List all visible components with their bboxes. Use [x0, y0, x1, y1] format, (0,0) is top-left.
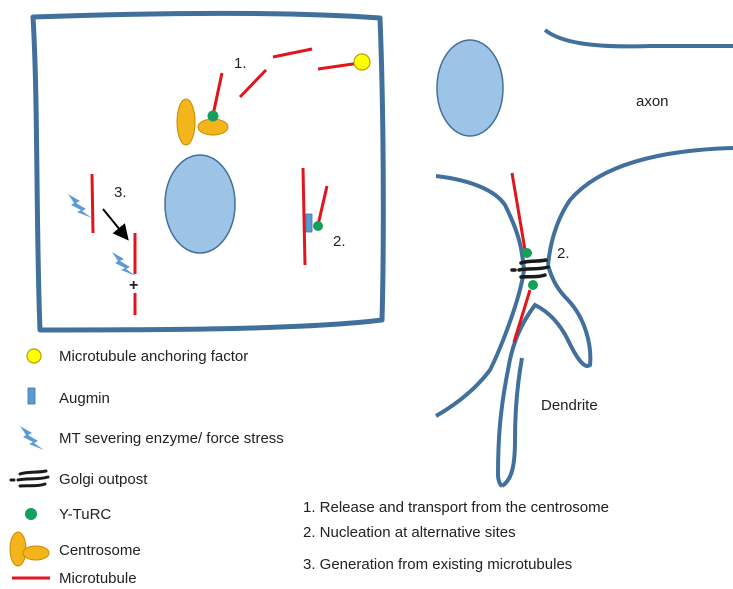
- anchoring-factor-icon: [354, 54, 370, 70]
- microtubule: [303, 168, 305, 265]
- plus-end-label: +: [129, 277, 138, 294]
- golgi-outpost-icon: [512, 260, 548, 277]
- mechanisms-list: 1. Release and transport from the centro…: [303, 499, 609, 573]
- golgi-outpost-icon: [11, 471, 48, 486]
- severing-icon: [68, 194, 92, 218]
- neuron-nucleus: [437, 40, 503, 136]
- neuron-membrane: [545, 30, 733, 46]
- cell-nucleus: [165, 155, 235, 253]
- centrosome-icon: [10, 532, 49, 566]
- legend: Microtubule anchoring factor Augmin MT s…: [10, 348, 284, 587]
- neuron: axon 2. Dendrite: [436, 30, 733, 486]
- gamma-turc-icon: [313, 221, 323, 231]
- mechanism-3: 3. Generation from existing microtubules: [303, 556, 572, 573]
- legend-label-centrosome: Centrosome: [59, 542, 141, 559]
- cell-label-augmin: 2.: [333, 233, 346, 250]
- microtubule: [273, 49, 312, 57]
- augmin-icon: [28, 388, 35, 404]
- gamma-turc-icon: [522, 248, 532, 258]
- dendrite-membrane: [436, 270, 524, 416]
- mechanism-1: 1. Release and transport from the centro…: [303, 499, 609, 516]
- microtubule: [318, 186, 327, 225]
- anchoring-factor-icon: [27, 349, 41, 363]
- dendrite-label: Dendrite: [541, 397, 598, 414]
- microtubule: [213, 73, 222, 115]
- microtubule: [92, 174, 93, 233]
- mechanism-2: 2. Nucleation at alternative sites: [303, 524, 516, 541]
- axon-membrane: [436, 176, 524, 270]
- gamma-turc-icon: [25, 508, 37, 520]
- cell-label-severing: 3.: [114, 184, 127, 201]
- legend-label-gamma-turc: Y-TuRC: [59, 506, 111, 523]
- gamma-turc-icon: [528, 280, 538, 290]
- legend-label-microtubule: Microtubule: [59, 570, 137, 587]
- cell-label-release: 1.: [234, 55, 247, 72]
- cell: 1. 2. 3. +: [33, 13, 383, 330]
- legend-label-augmin: Augmin: [59, 390, 110, 407]
- severing-arrow: [103, 209, 125, 236]
- legend-label-anchoring: Microtubule anchoring factor: [59, 348, 248, 365]
- severing-icon: [112, 252, 136, 276]
- microtubule: [240, 70, 266, 97]
- legend-label-golgi: Golgi outpost: [59, 471, 148, 488]
- severing-icon: [20, 426, 44, 450]
- gamma-turc-icon: [208, 111, 219, 122]
- dendrite-membrane: [498, 265, 590, 486]
- centrosome: [177, 99, 228, 145]
- axon-label: axon: [636, 93, 669, 110]
- neuron-membrane: [548, 148, 733, 265]
- legend-label-severing: MT severing enzyme/ force stress: [59, 430, 284, 447]
- augmin-icon: [306, 214, 312, 232]
- golgi-site-label: 2.: [557, 245, 570, 262]
